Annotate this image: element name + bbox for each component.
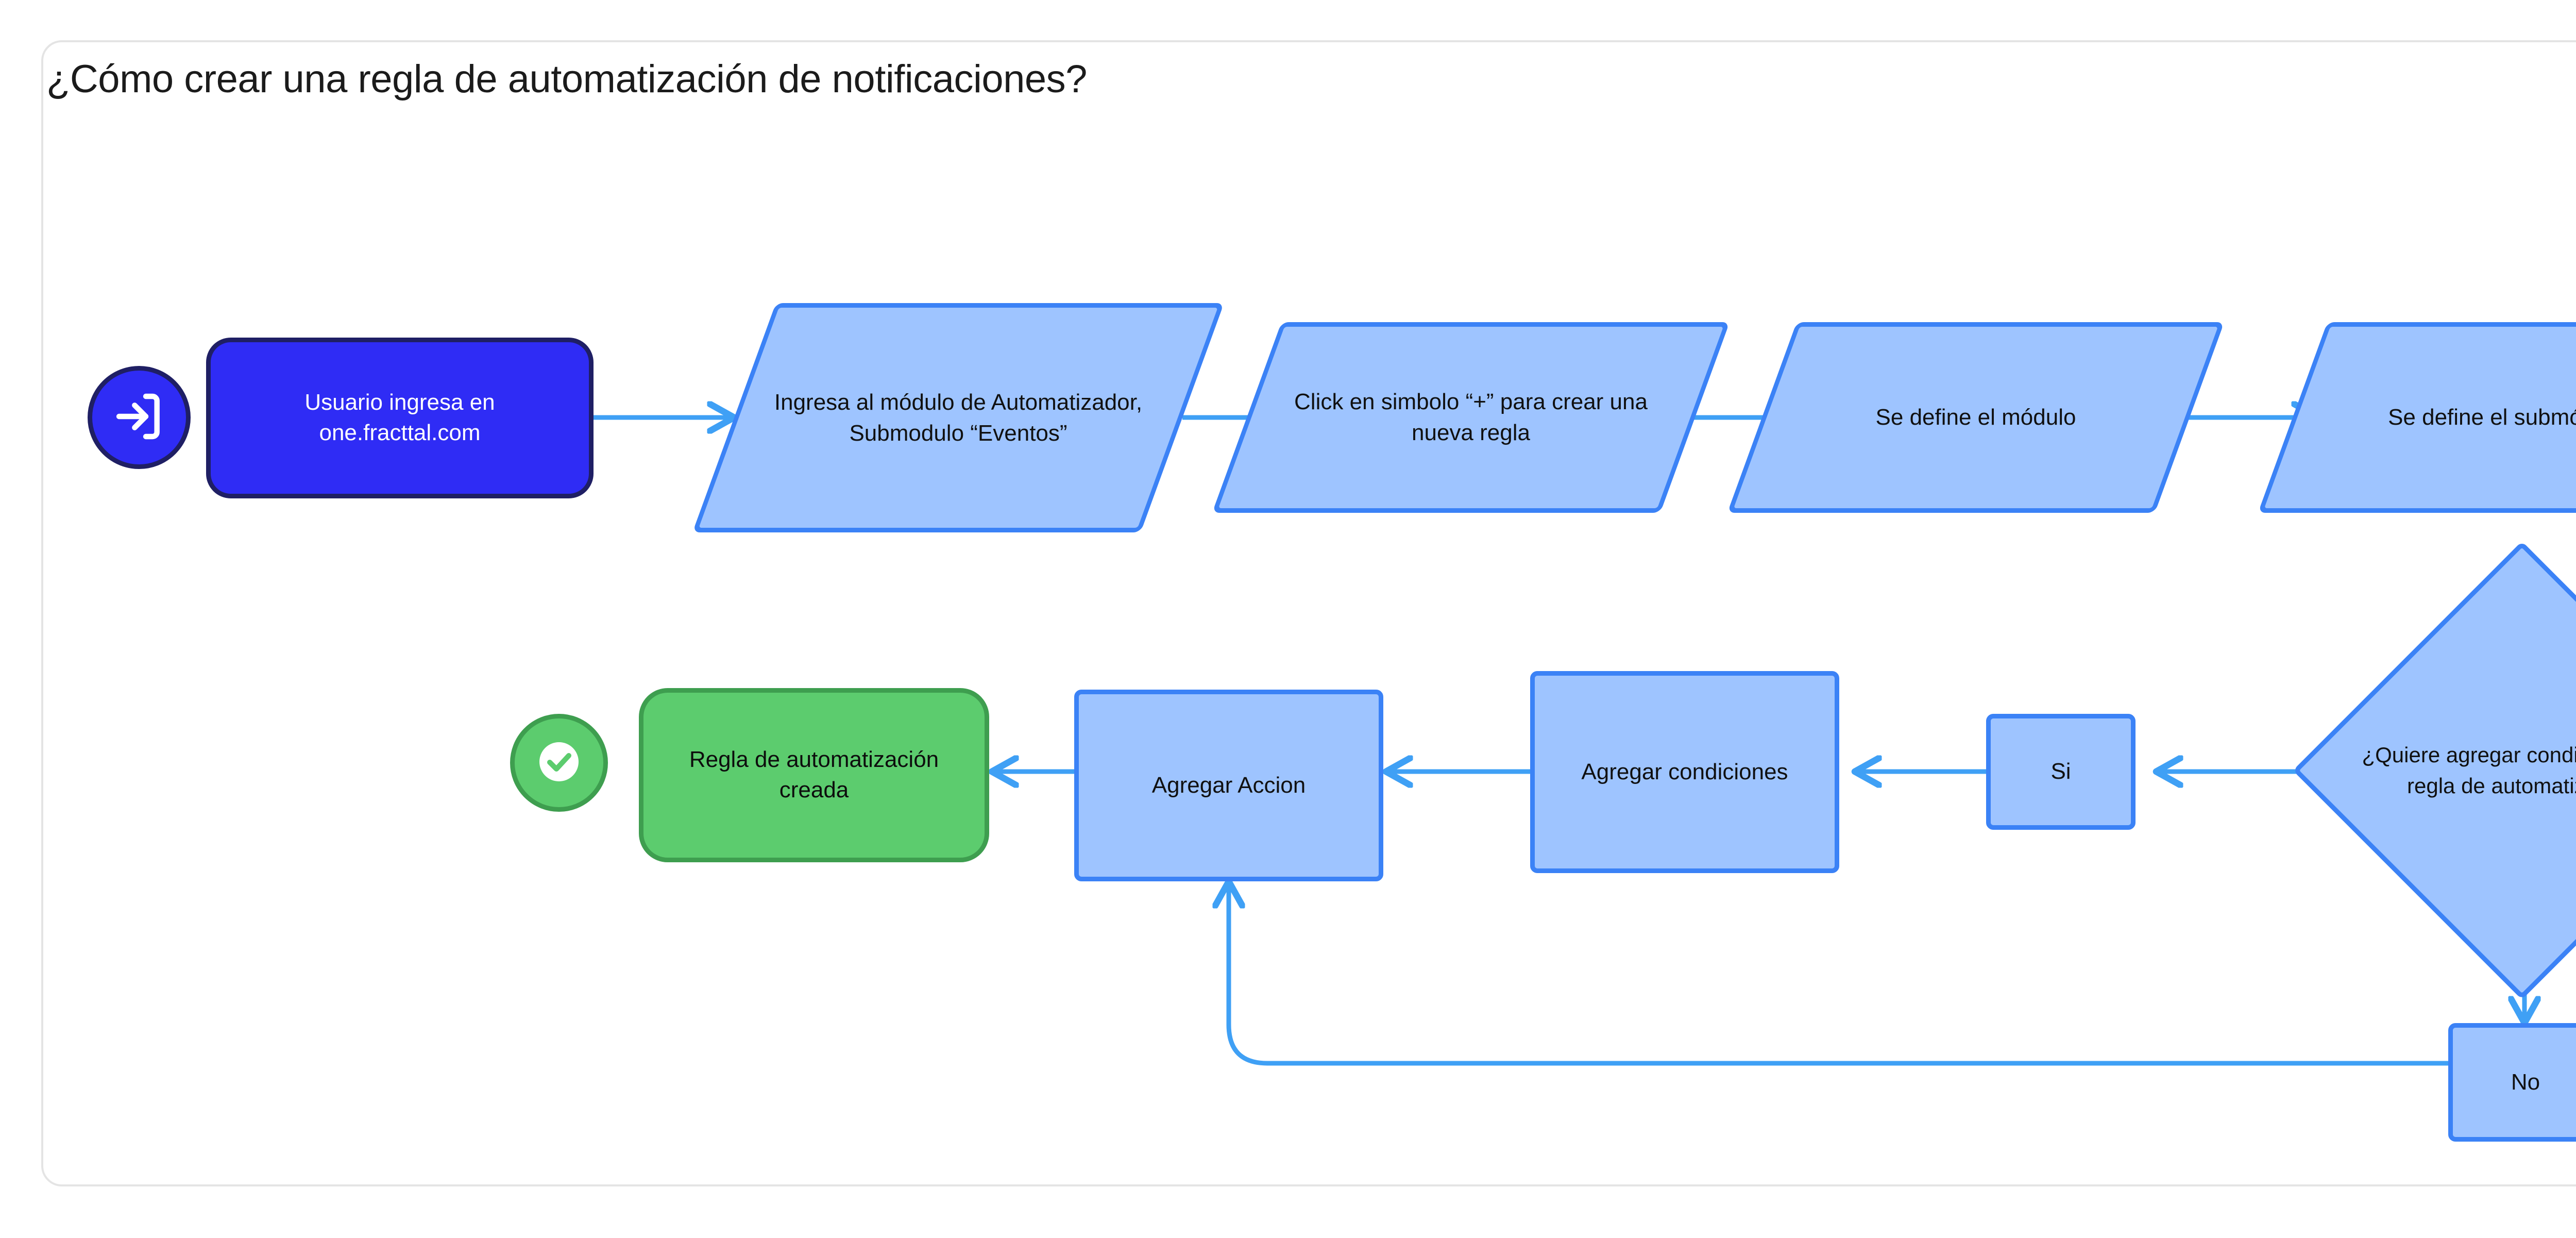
check-circle-icon bbox=[528, 731, 590, 795]
node-yes[interactable]: Si bbox=[1986, 714, 2136, 830]
node-define-module-label: Se define el módulo bbox=[1875, 405, 2076, 430]
check-icon-badge bbox=[510, 714, 608, 812]
node-decision-conditions[interactable]: ¿Quiere agregar condiciones a la regla d… bbox=[2293, 541, 2576, 1000]
node-define-submodule[interactable]: Se define el submódulo bbox=[2258, 322, 2576, 513]
node-enter-automatizador-label: Ingresa al módulo de Automatizador, Subm… bbox=[774, 389, 1143, 446]
node-no-label: No bbox=[2511, 1069, 2540, 1095]
node-enter-automatizador[interactable]: Ingresa al módulo de Automatizador, Subm… bbox=[692, 303, 1224, 532]
node-click-plus-label: Click en simbolo “+” para crear una nuev… bbox=[1294, 389, 1648, 445]
node-yes-label: Si bbox=[2050, 759, 2071, 784]
page-title: ¿Cómo crear una regla de automatización … bbox=[46, 57, 1087, 101]
node-add-conditions-label: Agregar condiciones bbox=[1581, 759, 1788, 784]
node-add-action[interactable]: Agregar Accion bbox=[1074, 690, 1383, 881]
node-decision-conditions-label: ¿Quiere agregar condiciones a la regla d… bbox=[2362, 743, 2576, 798]
node-no[interactable]: No bbox=[2448, 1023, 2576, 1142]
login-icon-badge bbox=[88, 366, 191, 469]
login-icon bbox=[112, 390, 166, 446]
node-define-submodule-label: Se define el submódulo bbox=[2388, 405, 2576, 430]
node-rule-created[interactable]: Regla de automatización creada bbox=[639, 688, 989, 862]
node-rule-created-label: Regla de automatización creada bbox=[689, 747, 939, 802]
node-click-plus[interactable]: Click en simbolo “+” para crear una nuev… bbox=[1212, 322, 1730, 513]
node-start-login[interactable]: Usuario ingresa en one.fracttal.com bbox=[206, 338, 594, 498]
node-define-module[interactable]: Se define el módulo bbox=[1727, 322, 2225, 513]
node-add-action-label: Agregar Accion bbox=[1151, 772, 1306, 798]
node-start-login-label: Usuario ingresa en one.fracttal.com bbox=[304, 390, 495, 445]
node-add-conditions[interactable]: Agregar condiciones bbox=[1530, 671, 1839, 873]
